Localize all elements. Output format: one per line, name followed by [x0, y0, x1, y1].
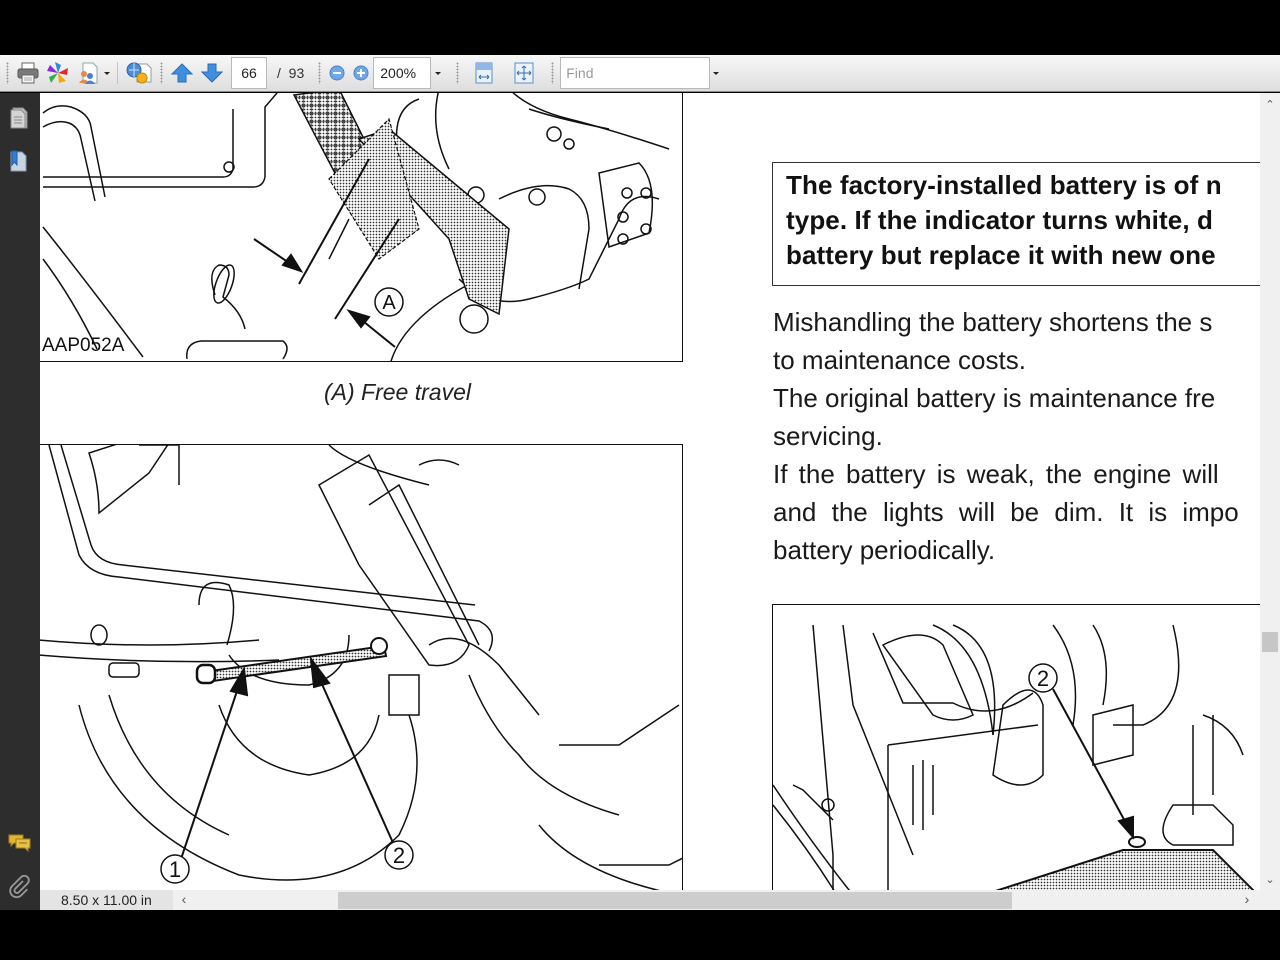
- zoom-in-button[interactable]: [352, 60, 370, 86]
- vertical-scrollbar[interactable]: ⌃ ⌄: [1260, 93, 1280, 890]
- toolbar: 66 / 93 200% Find: [0, 55, 1280, 92]
- toolbar-grip: [456, 62, 460, 84]
- zoom-dropdown-arrow[interactable]: [434, 60, 442, 86]
- svg-text:A: A: [382, 292, 396, 314]
- body-text-line: servicing.: [773, 421, 883, 451]
- figure-id-label: AAP052A: [42, 335, 125, 356]
- screen-top-border: [0, 0, 1280, 55]
- page-total-label: / 93: [277, 65, 305, 81]
- svg-text:1: 1: [169, 857, 181, 882]
- horizontal-scroll-thumb[interactable]: [338, 892, 1012, 909]
- warning-line: The factory-installed battery is of n: [786, 170, 1222, 200]
- arrow-up-icon: [171, 63, 193, 83]
- scroll-down-button[interactable]: ⌄: [1265, 873, 1275, 886]
- status-bar: 8.50 x 11.00 in ‹ ›: [40, 890, 1280, 910]
- reader-mode-button[interactable]: [45, 60, 71, 86]
- page-size-label: 8.50 x 11.00 in: [40, 890, 173, 910]
- toolbar-grip: [160, 62, 163, 84]
- print-button[interactable]: [15, 60, 41, 86]
- printer-icon: [17, 62, 39, 84]
- warning-line: battery but replace it with new one: [786, 240, 1216, 270]
- pages-panel-button[interactable]: [8, 106, 30, 130]
- battery-illustration: 2: [773, 624, 1254, 890]
- paperclip-icon: [9, 874, 30, 899]
- find-dropdown-arrow[interactable]: [712, 60, 720, 86]
- fit-width-icon: [475, 62, 493, 84]
- figure-linkage: 1 2: [40, 444, 683, 890]
- linkage-illustration: 1 2: [40, 445, 682, 890]
- find-input[interactable]: Find: [560, 57, 711, 89]
- web-link-button[interactable]: [126, 60, 152, 86]
- body-text-line: Mishandling the battery shortens the s: [773, 307, 1213, 337]
- pedal-illustration: A: [42, 93, 670, 361]
- attachments-panel-button[interactable]: [8, 874, 30, 899]
- bookmarks-panel-button[interactable]: [8, 149, 30, 173]
- fit-page-button[interactable]: [511, 60, 537, 86]
- minus-circle-icon: [329, 65, 345, 81]
- toolbar-grip[interactable]: [6, 62, 9, 84]
- body-text-line: The original battery is maintenance fre: [773, 383, 1216, 413]
- fit-width-button[interactable]: [471, 60, 497, 86]
- body-text-line: If the battery is weak, the engine will: [773, 459, 1219, 489]
- toolbar-grip: [318, 62, 322, 84]
- svg-text:2: 2: [1037, 666, 1049, 691]
- plus-circle-icon: [353, 65, 369, 81]
- previous-page-button[interactable]: [169, 60, 195, 86]
- toolbar-separator: [117, 62, 118, 84]
- scroll-up-button[interactable]: ⌃: [1265, 98, 1275, 111]
- figure-pedal-free-travel: A AAP052A: [40, 93, 683, 362]
- navigation-pane: [0, 93, 40, 910]
- globe-doc-icon: [126, 62, 152, 84]
- zoom-out-button[interactable]: [328, 60, 346, 86]
- figure-caption: (A) Free travel: [324, 379, 471, 405]
- comments-panel-button[interactable]: [8, 833, 31, 857]
- pages-icon: [10, 107, 28, 129]
- svg-text:2: 2: [393, 843, 405, 868]
- fit-page-icon: [514, 62, 534, 84]
- document-view[interactable]: A AAP052A (A) Free travel: [40, 93, 1260, 890]
- pinwheel-icon: [47, 62, 68, 83]
- warning-line: type. If the indicator turns white, d: [786, 205, 1213, 235]
- body-text-line: battery periodically.: [773, 535, 996, 565]
- comments-icon: [8, 834, 31, 853]
- toolbar-grip: [551, 62, 555, 84]
- body-text-line: to maintenance costs.: [773, 345, 1026, 375]
- next-page-button[interactable]: [199, 60, 225, 86]
- warning-box: The factory-installed battery is of n ty…: [772, 162, 1260, 286]
- arrow-down-icon: [201, 63, 223, 83]
- share-button[interactable]: [75, 60, 101, 86]
- zoom-level-input[interactable]: 200%: [373, 57, 432, 89]
- screen-bottom-border: [0, 910, 1280, 960]
- share-dropdown-arrow[interactable]: [103, 60, 111, 86]
- figure-battery: 2: [772, 604, 1260, 890]
- scroll-left-button[interactable]: ‹: [181, 891, 187, 907]
- bookmark-icon: [10, 150, 27, 172]
- scroll-right-button[interactable]: ›: [1244, 891, 1250, 907]
- body-text-line: and the lights will be dim. It is impo: [773, 497, 1239, 527]
- vertical-scroll-thumb[interactable]: [1262, 632, 1278, 652]
- page-number-input[interactable]: 66: [231, 57, 267, 89]
- users-doc-icon: [79, 62, 98, 84]
